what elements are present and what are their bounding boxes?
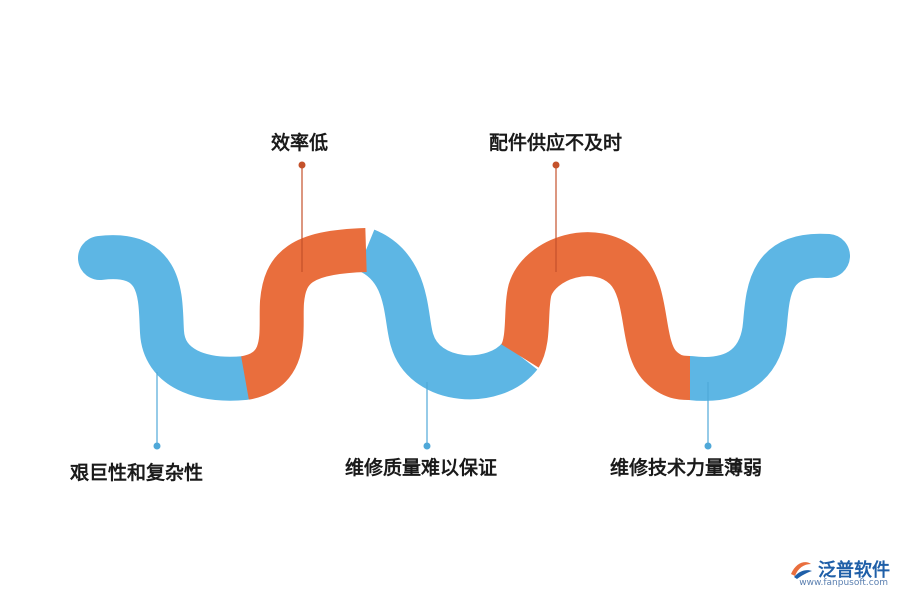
label-bottom-3: 维修技术力量薄弱 bbox=[610, 457, 763, 479]
label-top-1: 效率低 bbox=[271, 132, 329, 154]
wave-segment-5 bbox=[668, 233, 850, 401]
wave-segment-2 bbox=[239, 228, 367, 400]
label-bottom-1: 艰巨性和复杂性 bbox=[70, 462, 204, 484]
connector-dot-bottom-2 bbox=[423, 442, 431, 450]
watermark-brand: 泛普软件 bbox=[818, 560, 890, 581]
connector-dot-top-1 bbox=[298, 161, 306, 169]
wave-segment-1 bbox=[78, 235, 267, 401]
watermark-url: www.fanpusoft.com bbox=[799, 578, 888, 588]
fanpu-logo-icon bbox=[791, 562, 812, 579]
wave-segment-3 bbox=[355, 229, 538, 400]
connector-dot-top-2 bbox=[552, 161, 560, 169]
connector-dot-bottom-3 bbox=[704, 442, 712, 450]
label-top-2: 配件供应不及时 bbox=[489, 132, 623, 154]
label-bottom-2: 维修质量难以保证 bbox=[345, 457, 498, 479]
connector-dot-bottom-1 bbox=[153, 442, 161, 450]
wave-segment-4 bbox=[500, 232, 691, 400]
watermark: 泛普软件 www.fanpusoft.com bbox=[788, 556, 890, 588]
